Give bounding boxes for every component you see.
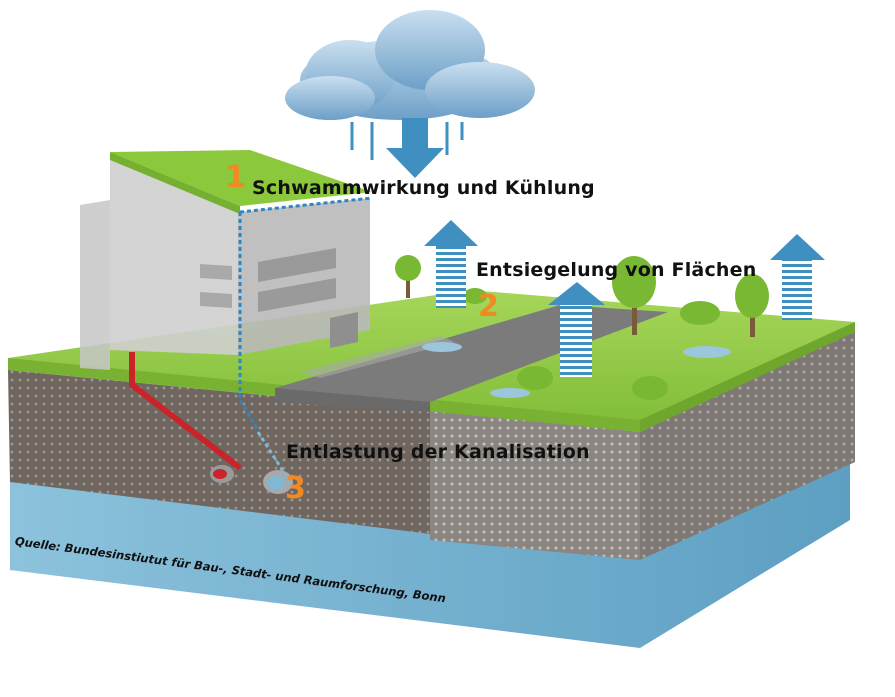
building [80, 150, 373, 431]
marker-number-3: 3 [285, 471, 306, 506]
marker-number-1: 1 [225, 160, 246, 195]
marker-number-2: 2 [478, 289, 499, 324]
evaporation-arrows [424, 220, 825, 377]
rain-cloud [285, 10, 535, 120]
label-surface: Entsiegelung von Flächen [476, 259, 757, 281]
trees [395, 255, 769, 400]
sewer-pipes [129, 352, 293, 494]
label-sewer: Entlastung der Kanalisation [286, 441, 590, 463]
rain-arrow [386, 118, 444, 178]
rain-lines [350, 122, 464, 160]
soil-block [8, 330, 855, 560]
label-roof: Schwammwirkung und Kühlung [252, 177, 595, 199]
puddles [422, 342, 731, 398]
